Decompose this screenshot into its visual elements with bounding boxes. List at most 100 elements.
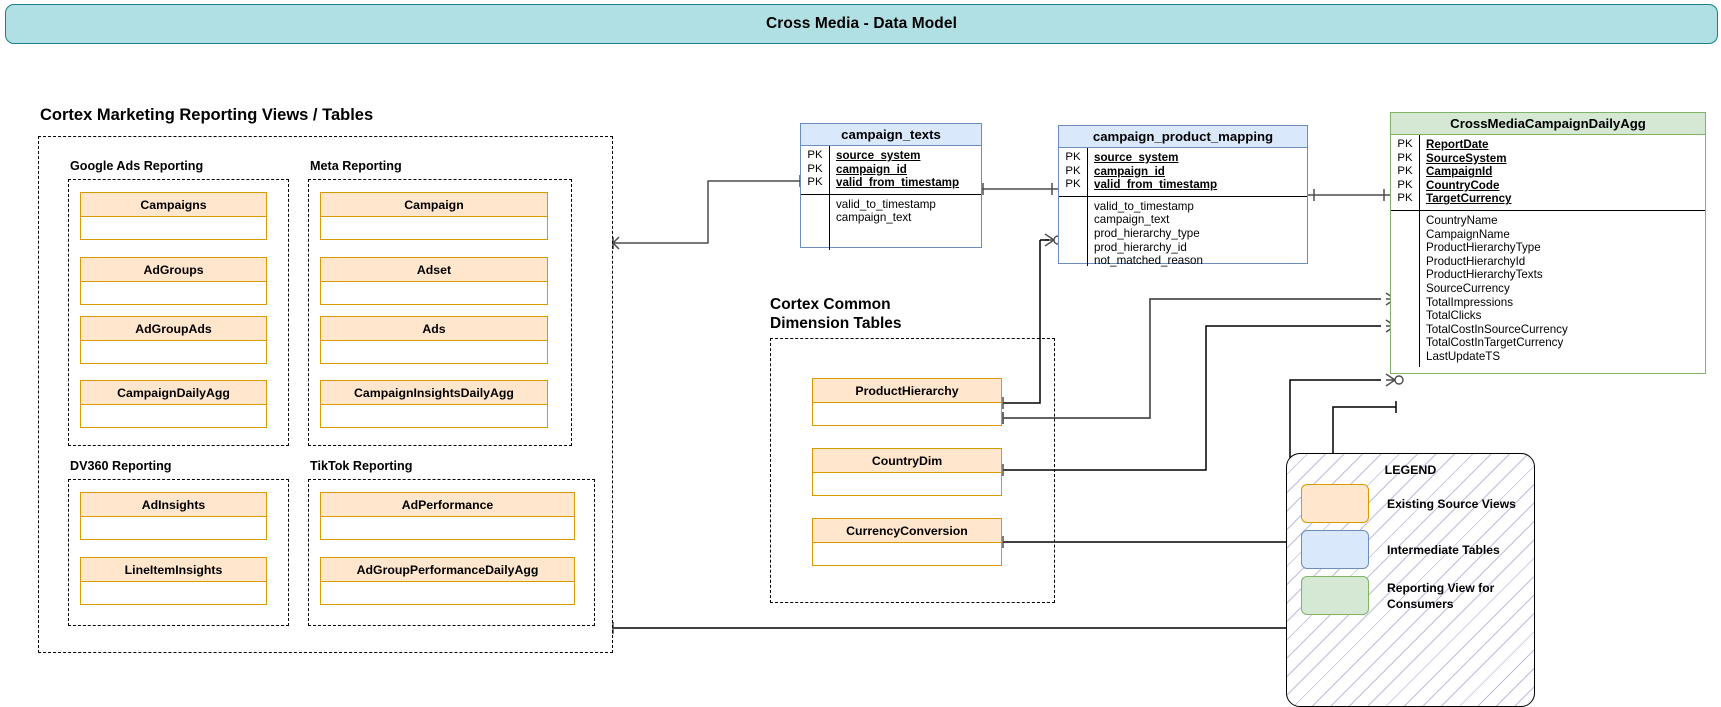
attr-field: CampaignName [1426,227,1510,241]
attr-field: ProductHierarchyId [1426,254,1526,268]
page-title: Cross Media - Data Model [765,15,958,32]
source-view-campaigninsightsdailyagg[interactable]: CampaignInsightsDailyAgg [320,380,548,428]
source-view-adgroupads[interactable]: AdGroupAds [80,316,267,364]
entity-attr-fields: valid_to_timestamp campaign_text prod_hi… [1088,197,1307,268]
source-view-campaigndailyagg[interactable]: CampaignDailyAgg [80,380,267,428]
entity-attr-markers [1391,211,1419,367]
pk-marker: PK [1065,151,1081,163]
entity-attr-section: valid_to_timestamp campaign_text [801,194,981,250]
group-label-google-ads: Google Ads Reporting [70,159,204,173]
entity-title: CrossMediaCampaignDailyAgg [1391,113,1705,135]
source-view-body [81,217,266,239]
source-view-body [321,517,574,539]
source-view-adperformance[interactable]: AdPerformance [320,492,575,540]
source-view-adgroupperformancedailyagg[interactable]: AdGroupPerformanceDailyAgg [320,557,575,605]
group-container-tiktok [308,479,595,626]
attr-field: prod_hierarchy_type [1094,226,1200,240]
pk-marker: PK [1397,178,1413,191]
source-view-body [321,341,547,363]
source-view-body [81,517,266,539]
source-view-ads[interactable]: Ads [320,316,548,364]
entity-pk-fields: source_system campaign_id valid_from_tim… [1088,148,1307,196]
source-view-body [81,282,266,304]
entity-campaign-product-mapping[interactable]: campaign_product_mapping PK PK PK source… [1058,125,1308,268]
dimension-table-title: CountryDim [813,449,1001,473]
source-view-title: AdGroupAds [81,317,266,341]
pk-field: campaign_id [836,162,907,176]
source-view-title: CampaignInsightsDailyAgg [321,381,547,405]
dimension-table-title: ProductHierarchy [813,379,1001,403]
source-view-title: AdPerformance [321,493,574,517]
entity-crossmediacampaigndailyagg[interactable]: CrossMediaCampaignDailyAgg PK PK PK PK P… [1390,112,1706,374]
source-view-lineiteminsights[interactable]: LineItemInsights [80,557,267,605]
column-divider [1087,148,1088,196]
source-view-body [81,341,266,363]
pk-field: valid_from_timestamp [836,176,960,190]
pk-marker: PK [807,149,823,161]
source-view-adgroups[interactable]: AdGroups [80,257,267,305]
entity-campaign-texts[interactable]: campaign_texts PK PK PK source_system ca… [800,123,982,250]
pk-field: CountryCode [1426,178,1500,192]
legend-label: Intermediate Tables [1387,542,1500,557]
attr-field: LastUpdateTS [1426,349,1501,363]
dimension-table-body [813,543,1001,565]
entity-attr-markers [801,195,829,250]
entity-attr-markers [1059,197,1087,266]
attr-field: ProductHierarchyTexts [1426,268,1543,282]
dimension-table-currencyconversion[interactable]: CurrencyConversion [812,518,1002,566]
dimension-table-body [813,473,1001,495]
pk-marker: PK [807,176,823,189]
source-view-campaigns[interactable]: Campaigns [80,192,267,240]
reporting-outer-container [38,136,613,653]
source-view-title: Campaign [321,193,547,217]
attr-field: not_matched_reason [1094,254,1203,268]
source-view-title: AdInsights [81,493,266,517]
entity-pk-markers: PK PK PK [801,146,829,194]
legend-swatch-green [1301,576,1369,615]
attr-field: TotalClicks [1426,309,1482,323]
source-view-body [321,582,574,604]
legend-title: LEGEND [1384,463,1437,477]
entity-attr-fields: CountryName CampaignName ProductHierarch… [1420,211,1705,367]
pk-marker: PK [1397,151,1413,164]
pk-marker: PK [1397,165,1413,178]
entity-pk-fields: source_system campaign_id valid_from_tim… [830,146,981,194]
page-title-banner: Cross Media - Data Model [5,4,1718,44]
pk-field: SourceSystem [1426,151,1507,165]
reporting-section-title: Cortex Marketing Reporting Views / Table… [40,106,374,124]
entity-attr-fields: valid_to_timestamp campaign_text [830,195,981,250]
pk-field: CampaignId [1426,165,1493,179]
source-view-body [81,405,266,427]
group-label-dv360: DV360 Reporting [70,459,172,473]
source-view-title: Adset [321,258,547,282]
dimension-table-countrydim[interactable]: CountryDim [812,448,1002,496]
dimension-table-body [813,403,1001,425]
group-container-google-ads [68,179,289,446]
entity-title: campaign_product_mapping [1059,126,1307,148]
dimension-table-producthierarchy[interactable]: ProductHierarchy [812,378,1002,426]
legend-panel: LEGEND Existing Source Views Intermediat… [1286,453,1535,707]
source-view-campaign[interactable]: Campaign [320,192,548,240]
source-view-body [321,405,547,427]
attr-field: TotalCostInSourceCurrency [1426,322,1568,336]
legend-item-existing-source-views: Existing Source Views [1301,484,1534,523]
group-container-meta [308,179,572,446]
group-label-tiktok: TikTok Reporting [310,459,413,473]
attr-field: valid_to_timestamp [1094,199,1194,213]
pk-field: TargetCurrency [1426,192,1512,206]
legend-label: Existing Source Views [1387,496,1516,511]
source-view-title: AdGroupPerformanceDailyAgg [321,558,574,582]
source-view-body [321,282,547,304]
pk-field: ReportDate [1426,138,1489,151]
pk-marker: PK [1397,192,1413,205]
entity-pk-markers: PK PK PK PK PK [1391,135,1419,210]
entity-pk-fields: ReportDate SourceSystem CampaignId Count… [1420,135,1705,210]
group-label-meta: Meta Reporting [310,159,402,173]
attr-field: CountryName [1426,213,1498,227]
entity-pk-section: PK PK PK source_system campaign_id valid… [1059,148,1307,197]
source-view-title: Ads [321,317,547,341]
pk-marker: PK [1065,178,1081,191]
source-view-adinsights[interactable]: AdInsights [80,492,267,540]
source-view-adset[interactable]: Adset [320,257,548,305]
